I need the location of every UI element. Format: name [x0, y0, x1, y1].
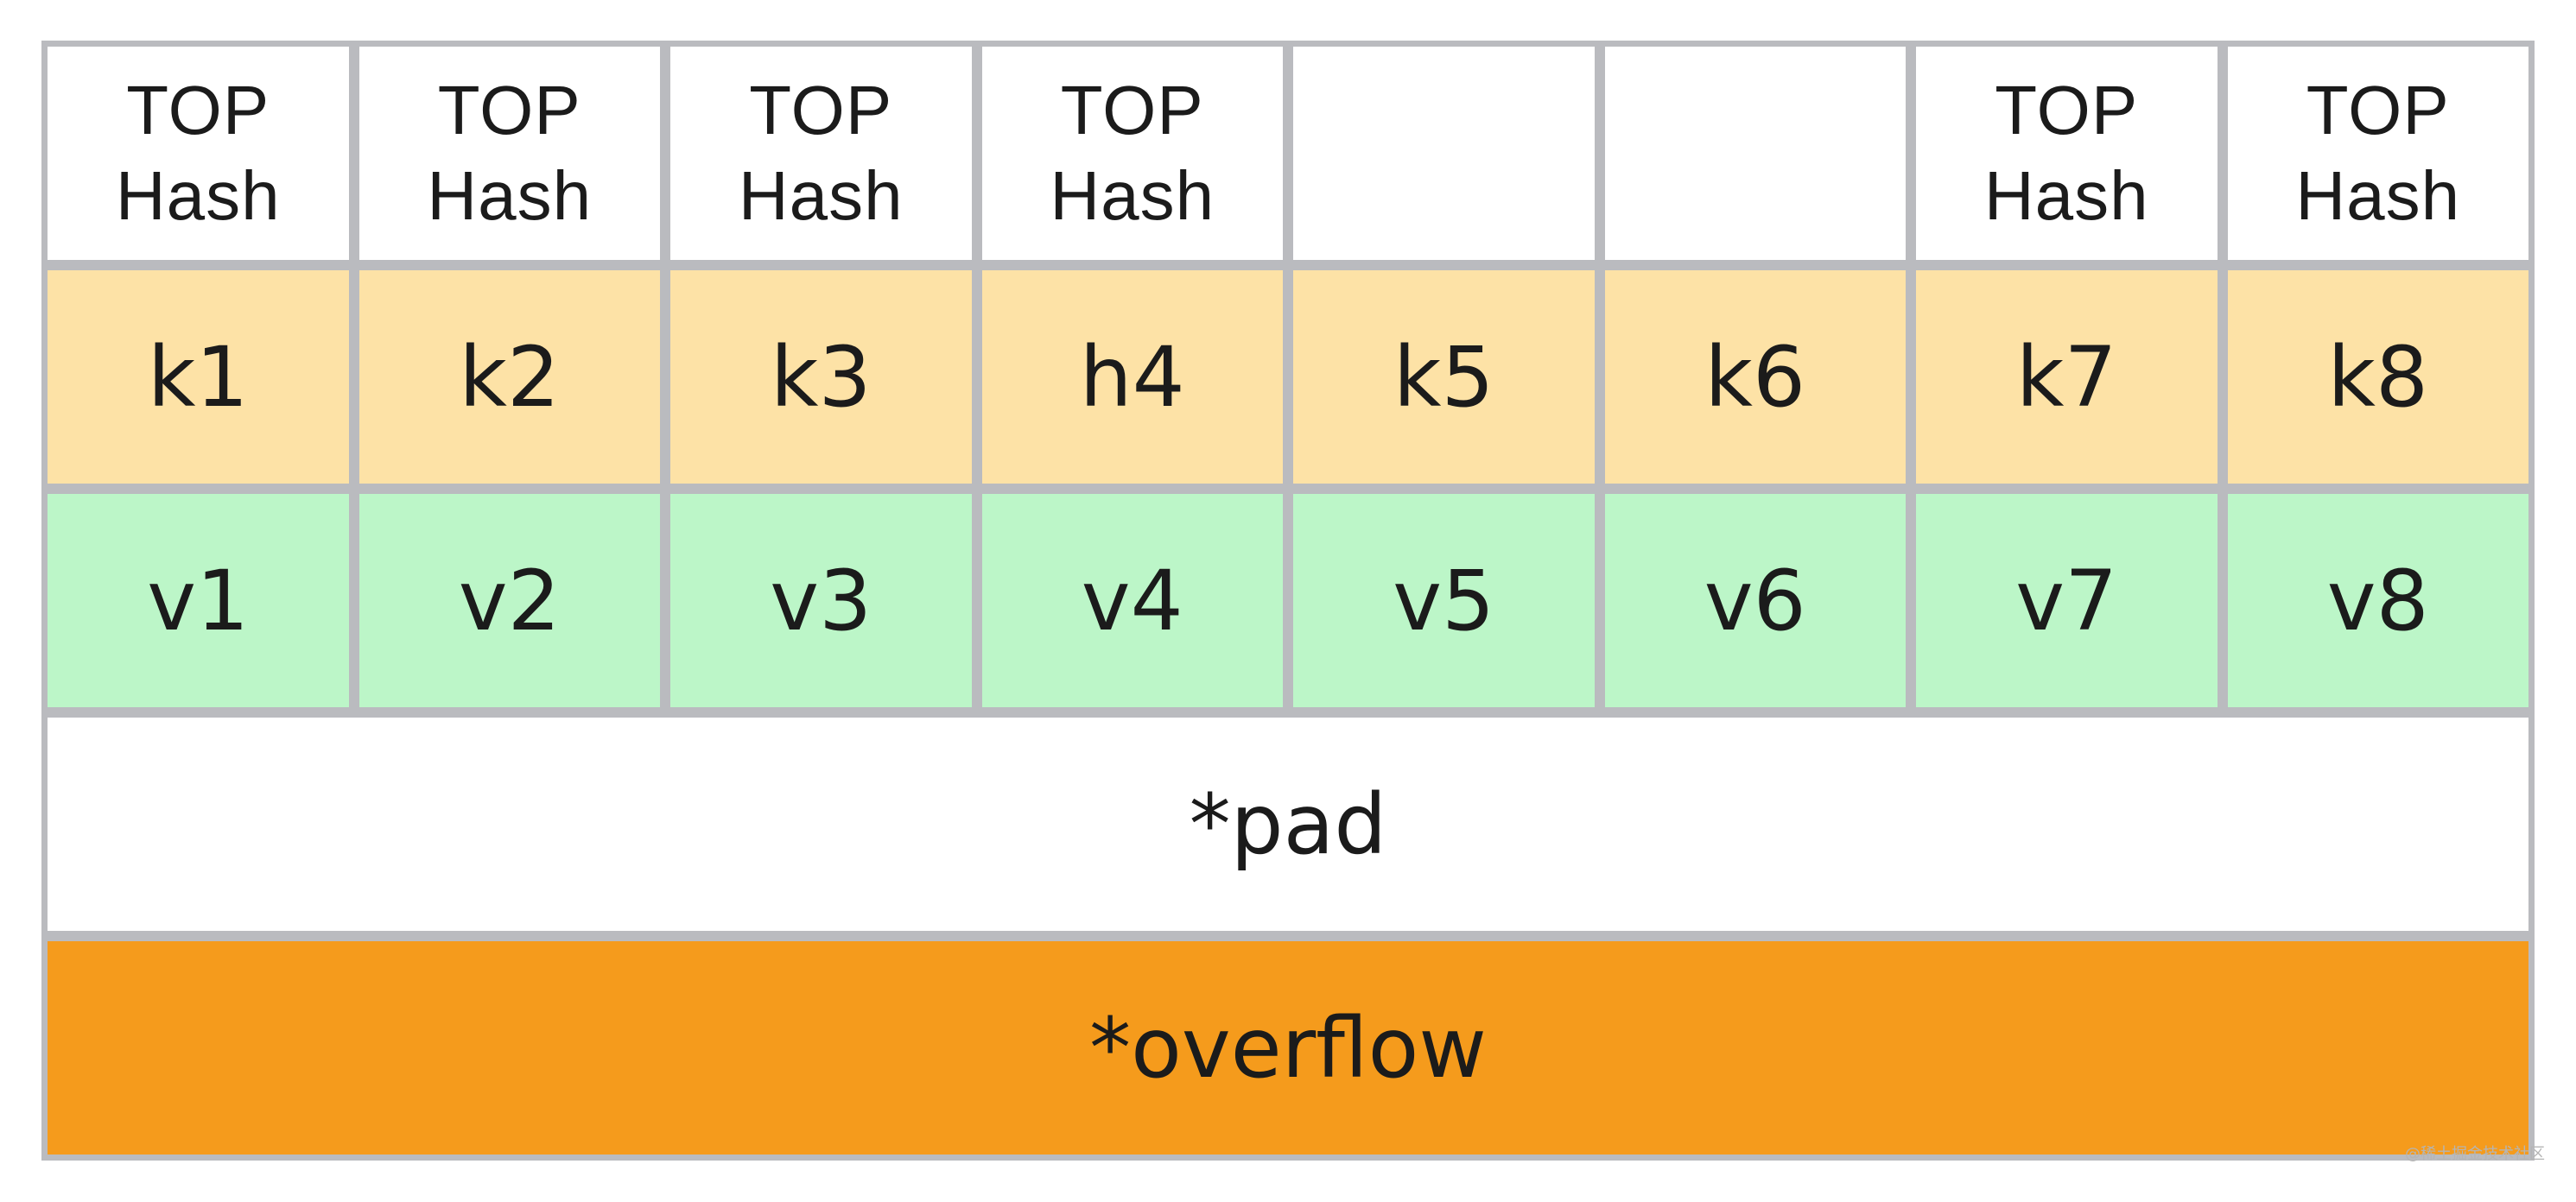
- tophash-cell-6: [1604, 47, 1906, 260]
- tophash-cell-4-line2: Hash: [1050, 156, 1215, 234]
- tophash-cell-8-line1: TOP: [2306, 72, 2450, 149]
- tophash-cell-3-line1: TOP: [749, 72, 893, 149]
- watermark: @稀土掘金技术社区: [2405, 1145, 2545, 1163]
- value-cell-5: v5: [1293, 494, 1595, 707]
- value-cell-8: v8: [2227, 494, 2528, 707]
- key-cell-3: k3: [670, 270, 972, 484]
- tophash-cell-3-line2: Hash: [738, 156, 904, 234]
- key-cell-5: k5: [1293, 270, 1595, 484]
- tophash-cell-1: TOP Hash: [48, 47, 349, 260]
- value-cell-4: v4: [981, 494, 1283, 707]
- bucket-diagram: TOP Hash TOP Hash TOP Hash TOP Hash TOP …: [41, 41, 2535, 1161]
- key-cell-4: h4: [981, 270, 1283, 484]
- tophash-cell-7-line1: TOP: [1995, 72, 2139, 149]
- tophash-cell-2: TOP Hash: [358, 47, 660, 260]
- tophash-cell-1-line1: TOP: [126, 72, 270, 149]
- tophash-cell-2-line2: Hash: [427, 156, 593, 234]
- overflow-cell: *overflow: [48, 941, 2528, 1155]
- tophash-cell-7-line2: Hash: [1983, 156, 2149, 234]
- value-cell-1: v1: [48, 494, 349, 707]
- key-cell-1: k1: [48, 270, 349, 484]
- key-cell-8: k8: [2227, 270, 2528, 484]
- value-cell-7: v7: [1916, 494, 2218, 707]
- pad-cell: *pad: [48, 718, 2528, 931]
- tophash-cell-3: TOP Hash: [670, 47, 972, 260]
- value-cell-3: v3: [670, 494, 972, 707]
- tophash-cell-1-line2: Hash: [115, 156, 281, 234]
- value-cell-2: v2: [358, 494, 660, 707]
- tophash-cell-8-line2: Hash: [2295, 156, 2461, 234]
- tophash-cell-2-line1: TOP: [437, 72, 581, 149]
- tophash-cell-8: TOP Hash: [2227, 47, 2528, 260]
- key-cell-2: k2: [358, 270, 660, 484]
- tophash-cell-5: [1293, 47, 1595, 260]
- value-cell-6: v6: [1604, 494, 1906, 707]
- tophash-cell-7: TOP Hash: [1916, 47, 2218, 260]
- tophash-cell-4-line1: TOP: [1060, 72, 1204, 149]
- tophash-cell-4: TOP Hash: [981, 47, 1283, 260]
- key-cell-6: k6: [1604, 270, 1906, 484]
- key-cell-7: k7: [1916, 270, 2218, 484]
